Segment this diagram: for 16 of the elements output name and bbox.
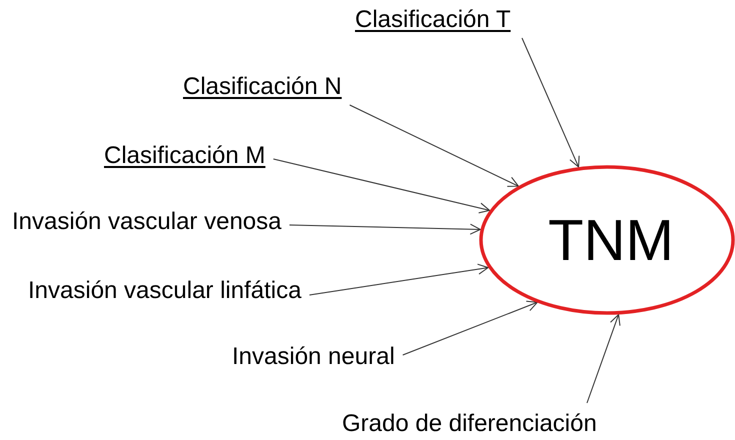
- node-label: TNM: [547, 206, 675, 274]
- factor-label: Clasificación M: [104, 142, 266, 170]
- ellipse-node: [479, 165, 735, 315]
- factor-label: Invasión vascular linfática: [28, 277, 302, 305]
- arrow: [288, 224, 481, 235]
- arrow: [586, 314, 620, 404]
- factor-label: Grado de diferenciación: [342, 410, 597, 438]
- arrow: [522, 38, 580, 168]
- factor-label: Clasificación N: [183, 73, 342, 101]
- arrow: [308, 264, 489, 296]
- arrow: [402, 300, 538, 356]
- factor-label: Invasión vascular venosa: [12, 208, 282, 236]
- factor-label: Invasión neural: [232, 343, 395, 371]
- arrow: [272, 158, 490, 214]
- factor-label: Clasificación T: [355, 6, 511, 34]
- arrow: [349, 104, 519, 187]
